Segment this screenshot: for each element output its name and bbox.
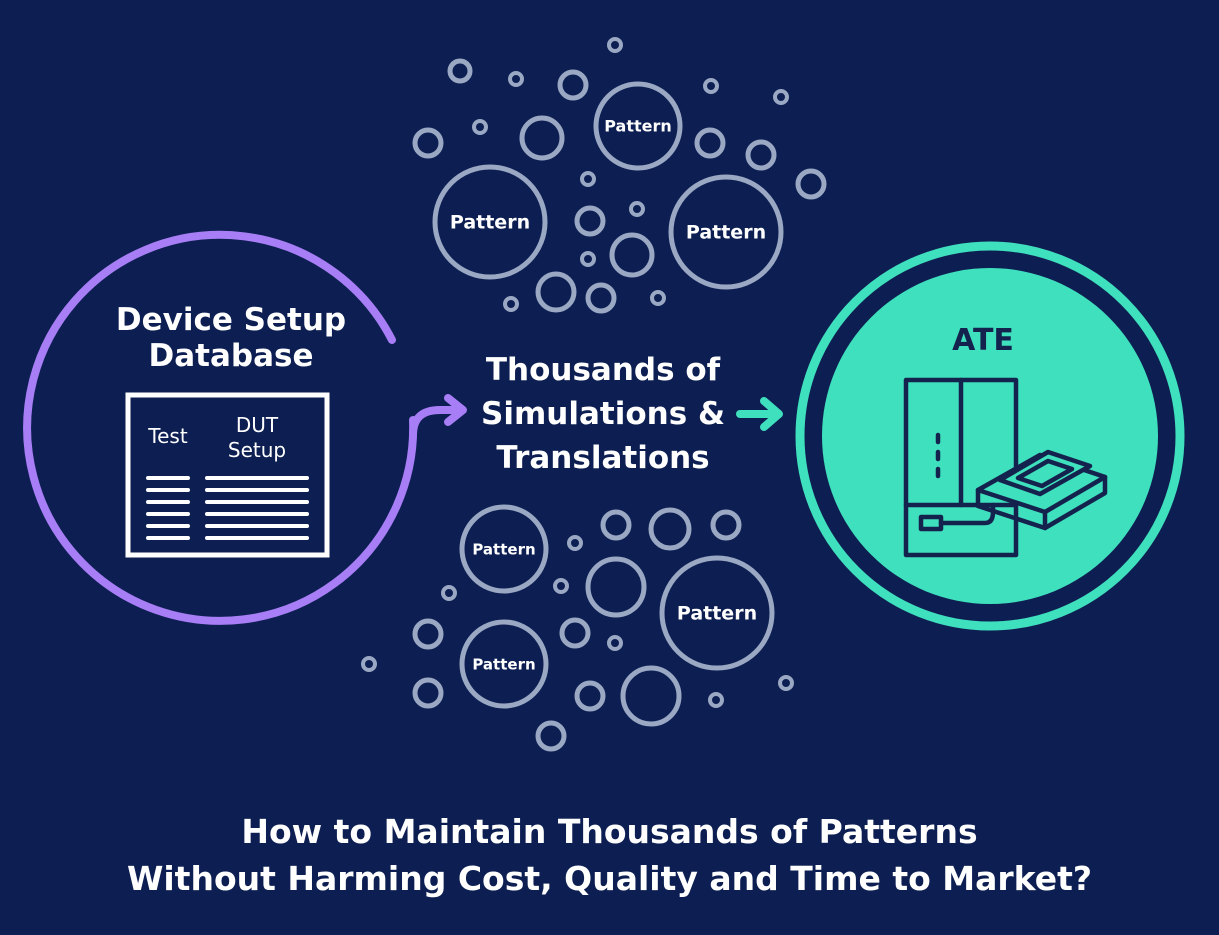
bubble [472,119,488,135]
bubble [609,232,655,278]
bubble [535,720,567,752]
caption: How to Maintain Thousands of Patterns Wi… [0,808,1219,902]
bubble [567,535,583,551]
bubble [519,115,565,161]
pattern-label: Pattern [604,117,672,136]
database-title-line2: Database [149,338,314,374]
column-header-test: Test [147,424,188,448]
bubble [620,665,682,727]
pattern-bubble [432,164,548,280]
bubble [447,58,473,84]
bubble [412,618,444,650]
bubble [607,37,623,53]
bubble [553,578,569,594]
pattern-label: Pattern [472,541,535,559]
bubble [607,635,623,651]
ate-outer-ring [795,241,1185,631]
pattern-bubble [593,81,683,171]
bubble [708,692,724,708]
bubble [580,251,596,267]
bubble [710,509,742,541]
bubble [703,78,719,94]
bubble [559,617,591,649]
document-table-icon: Test DUT Setup [125,392,330,558]
ate-node: ATE [795,241,1185,631]
bubble [557,69,589,101]
bubble [694,127,726,159]
bubble [773,89,789,105]
column-header-dut-line1: DUT [236,413,279,437]
bubble [585,556,647,618]
bubble [580,171,596,187]
database-connector [409,406,459,439]
bubble [650,290,666,306]
caption-line1: How to Maintain Thousands of Patterns [241,812,978,851]
pattern-bubble [459,504,549,594]
bubble [600,509,632,541]
bubble [629,201,645,217]
middle-text-line2: Simulations & [481,396,725,432]
bubble [574,205,606,237]
bubble [503,296,519,312]
pattern-bubble [659,555,775,671]
database-node: Device Setup Database Test DUT Setup [23,230,467,625]
bubble [361,656,377,672]
column-header-dut-line2: Setup [228,438,286,462]
database-ring [23,230,418,625]
pattern-label: Pattern [450,212,530,234]
bubble [412,127,444,159]
pattern-label: Pattern [472,656,535,674]
ate-machine-icon [903,377,1108,558]
pattern-bubble [459,619,549,709]
bubble [648,507,692,551]
bubble [745,139,777,171]
middle-text-line3: Translations [496,440,709,476]
caption-line2: Without Harming Cost, Quality and Time t… [126,859,1093,898]
bubble [412,677,444,709]
middle-text-line1: Thousands of [486,352,721,388]
pattern-bubble [668,174,784,290]
pattern-label: Pattern [686,222,766,244]
arrow-right-icon [444,394,467,426]
bubble [778,675,794,691]
arrow-right-icon [736,397,783,431]
ate-title: ATE [952,323,1014,358]
bubble [795,168,827,200]
bubble [441,585,457,601]
bubble [508,71,524,87]
database-title-line1: Device Setup [116,302,346,338]
bubble [585,282,617,314]
bubble [574,680,606,712]
pattern-label: Pattern [677,603,757,625]
bubble [535,271,577,313]
